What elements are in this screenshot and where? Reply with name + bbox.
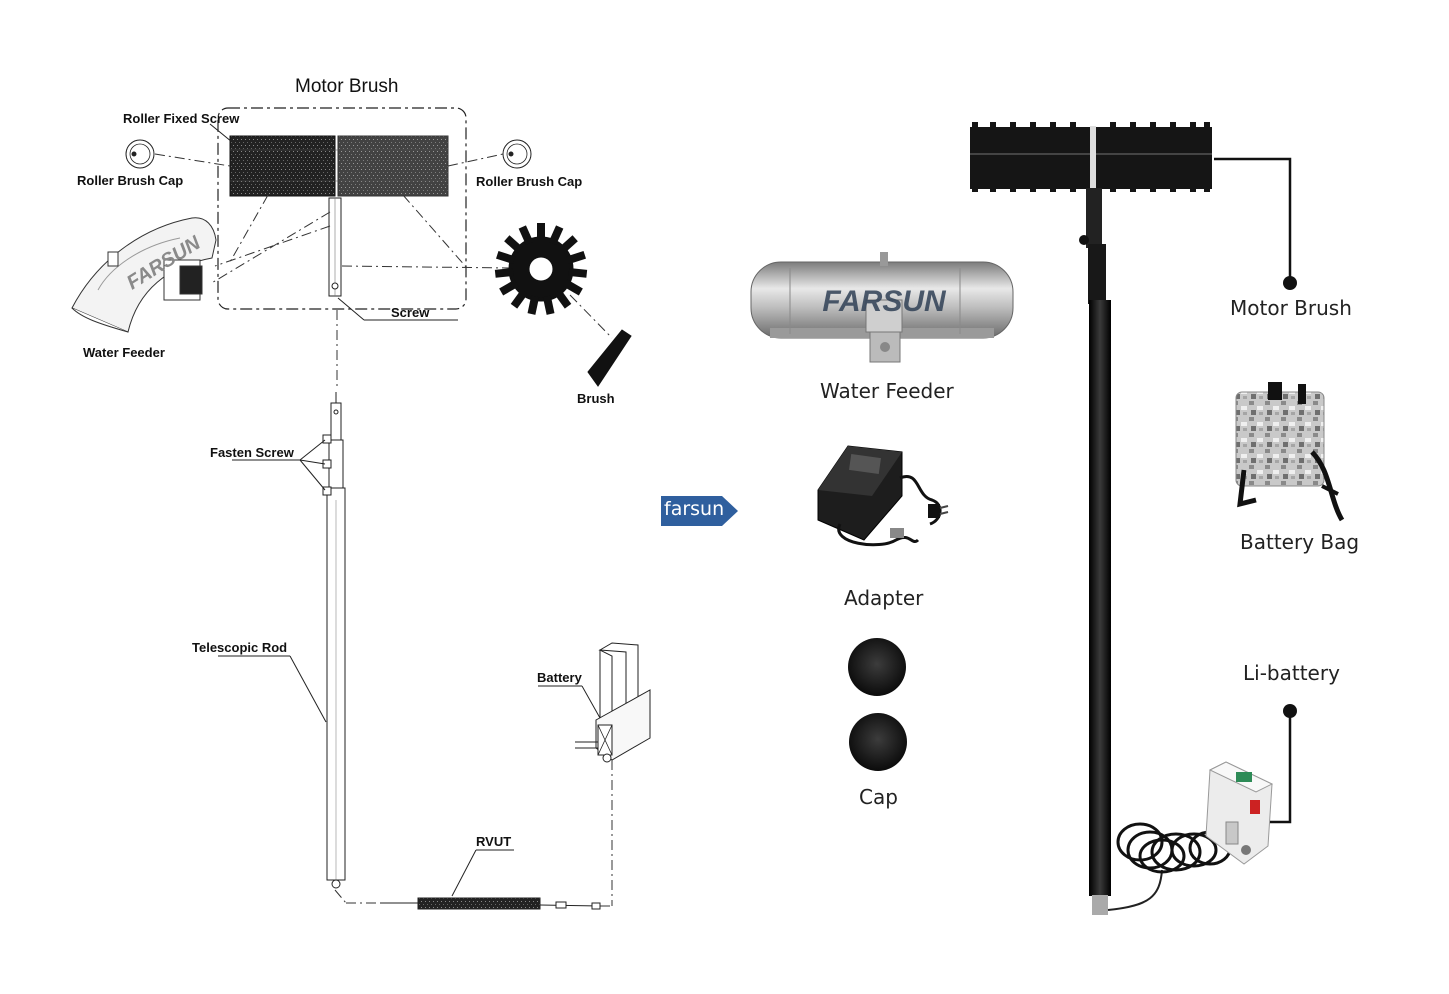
li-battery-marker-dot [1283,704,1297,718]
cap-product-1 [848,638,906,696]
label-battery-drawing: Battery [537,670,582,685]
label-adapter: Adapter [844,586,924,610]
roller-brush-cap-left-drawing [125,139,155,169]
label-brush: Brush [577,391,615,406]
battery-bag-product [1235,382,1345,522]
brush-roller-section-drawing [494,223,588,315]
label-water-feeder-drawing: Water Feeder [83,345,165,360]
label-telescopic-rod: Telescopic Rod [192,640,288,655]
label-motor-brush-product: Motor Brush [1230,296,1352,320]
li-battery-product [1205,761,1274,865]
label-screw: Screw [391,305,430,320]
cap-product-2 [849,713,907,771]
brush-strip-drawing [587,329,632,387]
adapter-product [817,445,949,547]
motor-brush-product [970,122,1212,915]
roller-brush-cap-right-drawing [502,139,532,169]
roller-brush-drawing [229,135,449,197]
label-cap: Cap [859,785,898,809]
water-feeder-product-logo: FARSUN [822,285,947,318]
battery-drawing [575,642,651,763]
label-fasten-screw: Fasten Screw [210,445,294,460]
technical-drawing: FARSUN [71,107,651,910]
label-battery-bag: Battery Bag [1240,530,1360,554]
brand-tag-arrow [661,496,738,526]
label-roller-brush-cap-right: Roller Brush Cap [476,174,583,189]
motor-brush-marker-dot [1283,276,1297,290]
brand-tag-text: farsun [664,498,725,520]
telescopic-rod-drawing [322,392,346,889]
telescopic-pole [1089,300,1111,896]
label-water-feeder-product: Water Feeder [820,379,954,403]
label-roller-brush-cap-left: Roller Brush Cap [77,173,184,188]
water-feeder-product [750,252,1014,363]
label-rvut: RVUT [476,834,512,849]
water-feeder-drawing [71,217,217,333]
motor-brush-boundary [217,107,467,310]
motor-brush-diagram-title: Motor Brush [295,76,399,97]
rvut-cable-drawing [380,897,601,910]
coiled-cable-product [1116,822,1232,874]
label-li-battery: Li-battery [1243,661,1340,685]
label-roller-fixed-screw: Roller Fixed Screw [123,111,240,126]
